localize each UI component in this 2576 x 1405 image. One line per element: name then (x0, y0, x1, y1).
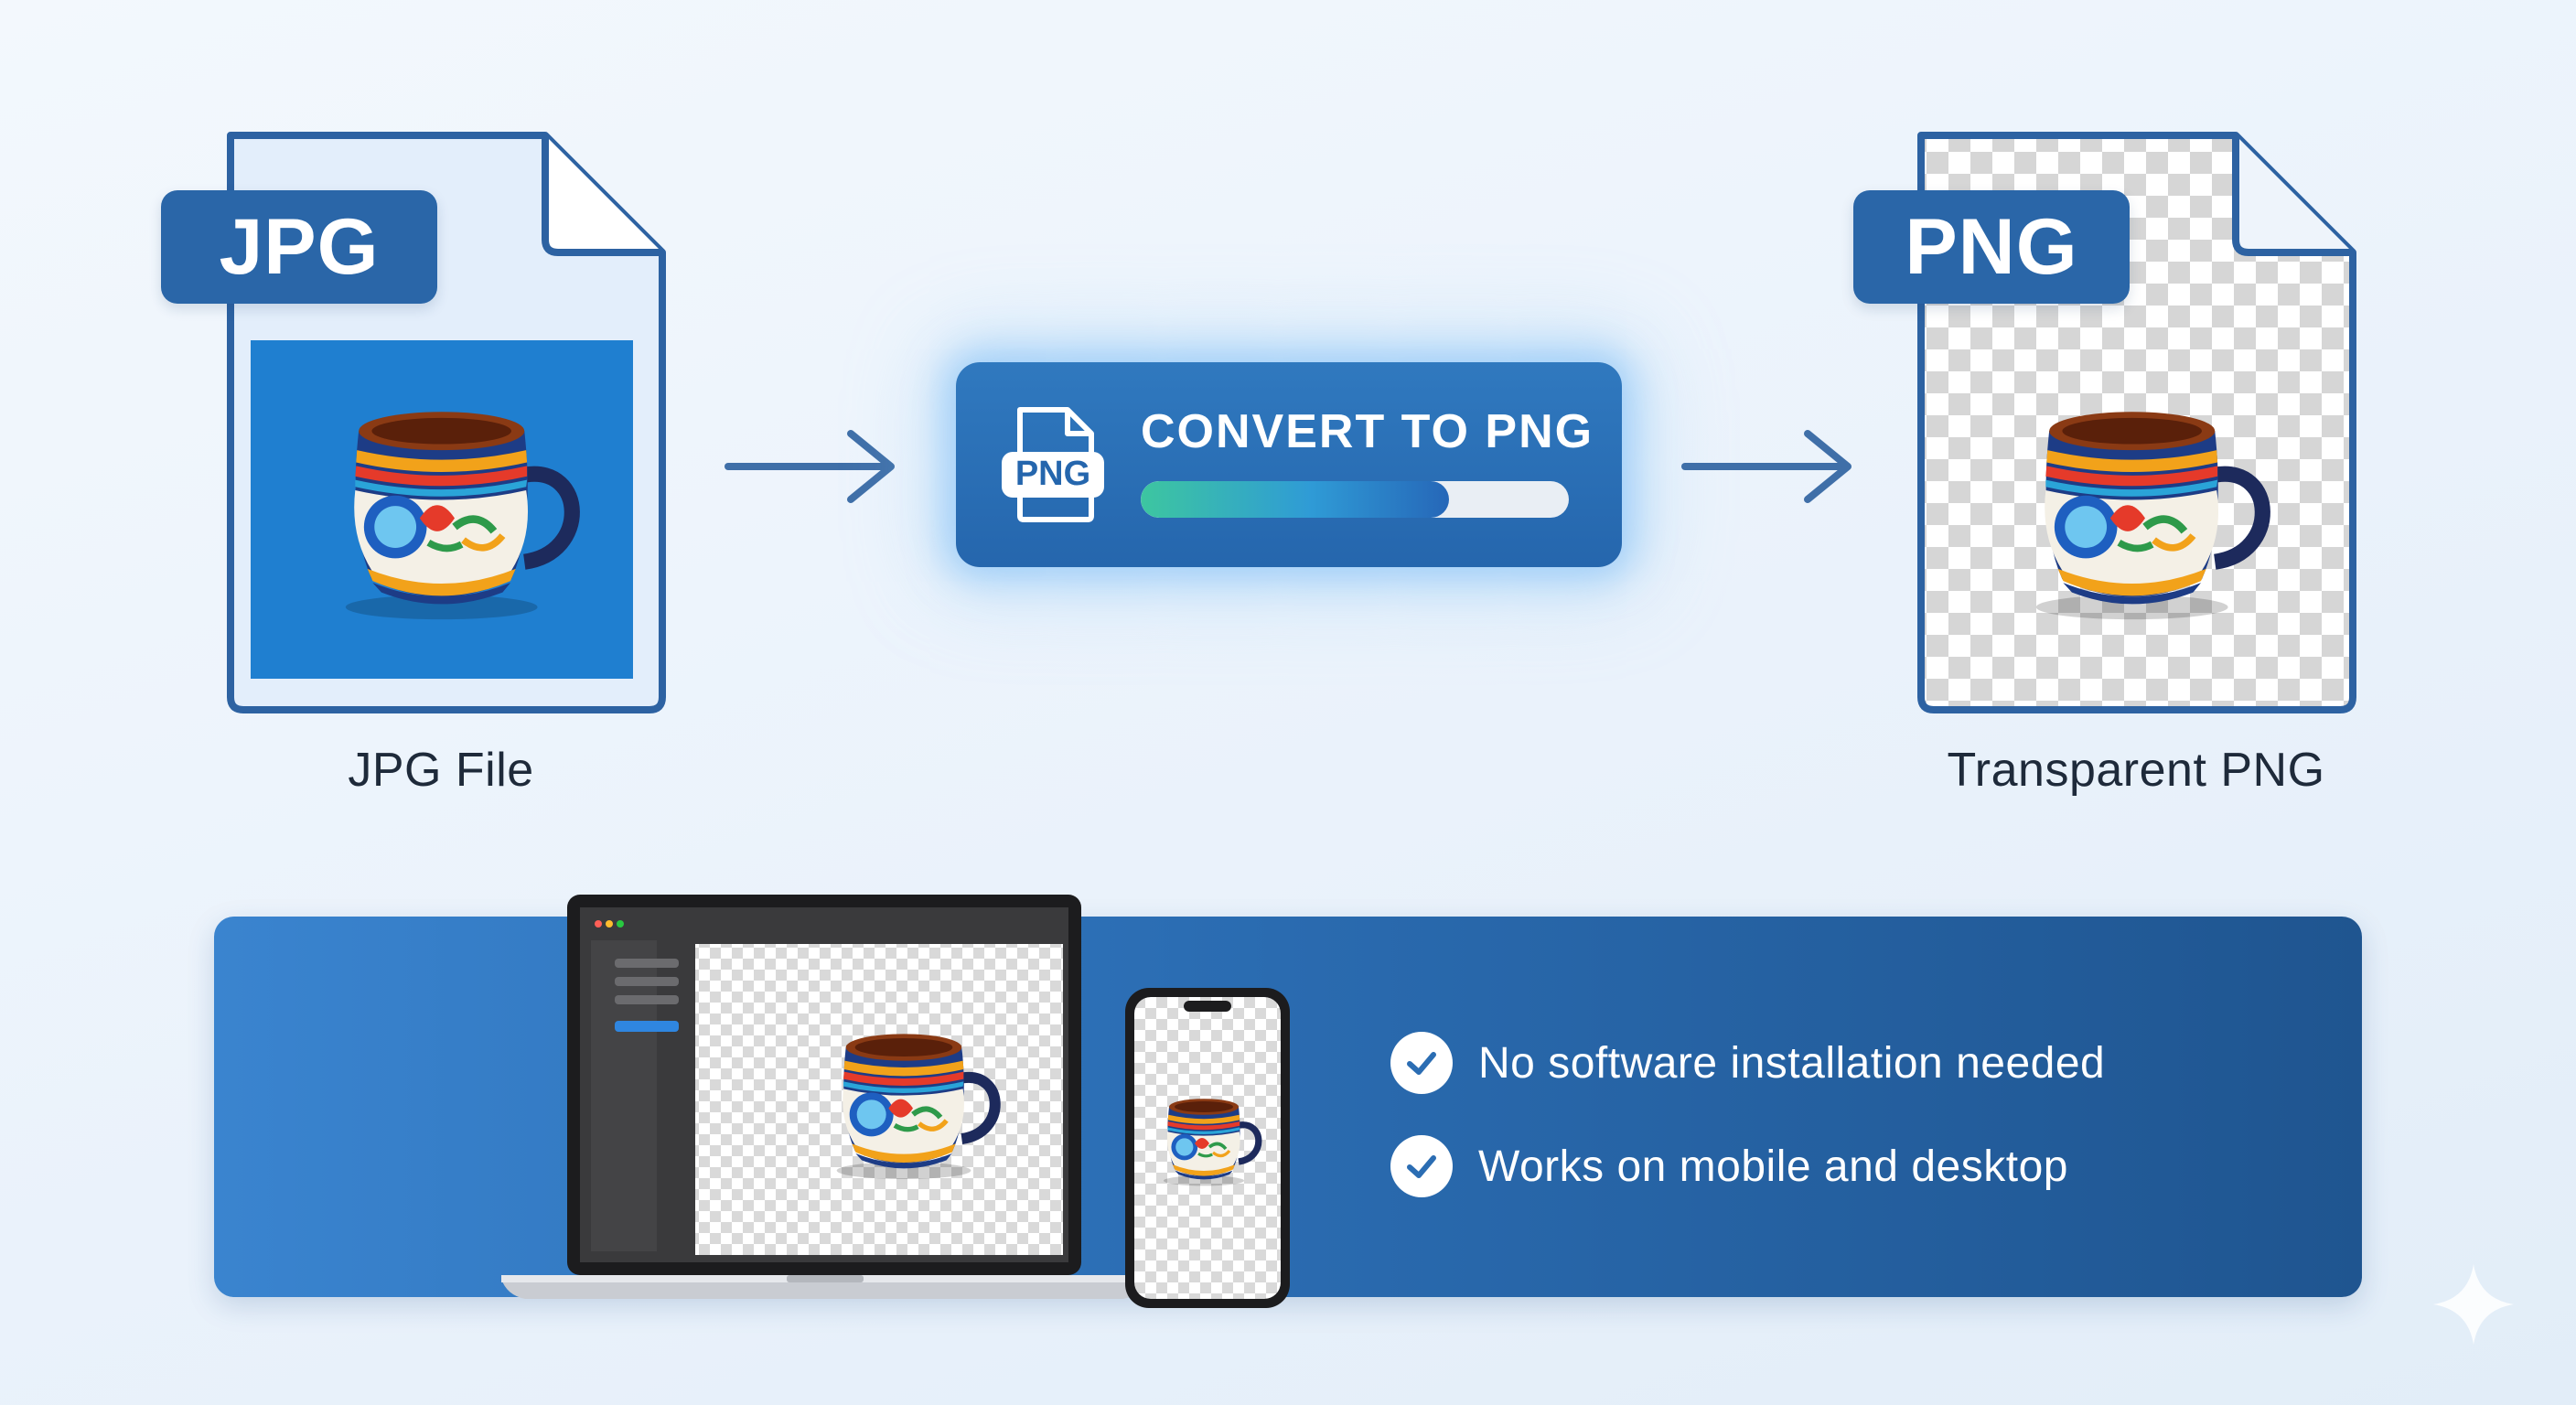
progress-bar (1141, 481, 1569, 518)
jpg-badge: JPG (161, 190, 437, 304)
arrow-right-icon (724, 430, 895, 503)
progress-bar-fill (1141, 481, 1449, 518)
png-file-icon: PNG (1002, 407, 1104, 522)
feature-item: Works on mobile and desktop (1390, 1135, 2068, 1197)
convert-button-label: CONVERT TO PNG (1141, 405, 1594, 458)
phone-device (1125, 988, 1290, 1308)
feature-text: Works on mobile and desktop (1478, 1142, 2068, 1191)
convert-to-png-button[interactable]: PNG CONVERT TO PNG (956, 362, 1622, 567)
sparkle-icon (2433, 1264, 2514, 1345)
checkmark-icon (1390, 1135, 1453, 1197)
jpg-caption: JPG File (348, 744, 534, 797)
png-caption: Transparent PNG (1947, 744, 2325, 797)
png-icon-label: PNG (1015, 455, 1090, 493)
jpg-file-card: JPG (161, 130, 668, 715)
png-badge: PNG (1853, 190, 2130, 304)
sidebar-active-item (615, 1021, 679, 1032)
arrow-right-icon (1681, 430, 1852, 503)
feature-text: No software installation needed (1478, 1038, 2106, 1088)
checkmark-icon (1390, 1032, 1453, 1094)
png-file-card: PNG (1853, 130, 2358, 715)
laptop-device (501, 895, 1147, 1299)
feature-item: No software installation needed (1390, 1032, 2105, 1094)
